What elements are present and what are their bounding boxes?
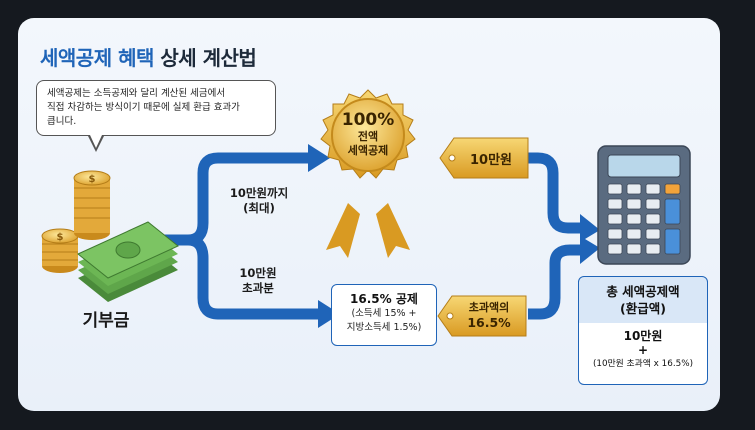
bubble-tail-inner (90, 135, 102, 148)
medal-line-1: 전액 (357, 130, 379, 143)
deduction-title: 16.5% 공제 (350, 292, 418, 306)
infographic-card: 세액공제 혜택 상세 계산법 세액공제는 소득공제와 달리 계산된 세금에서 직… (18, 18, 720, 411)
split-arrow-lower (187, 234, 320, 320)
lower-path-line-1: 10만원 (239, 266, 277, 280)
total-head-line-1: 총 세액공제액 (606, 284, 680, 299)
total-plus: + (637, 343, 649, 357)
medal-percent: 100% (341, 110, 395, 130)
lower-path-line-2: 초과분 (242, 281, 274, 295)
lower-to-total-arrow (528, 244, 583, 320)
arrow-head-total-upper (580, 214, 600, 242)
coin-stack-right: $ (73, 170, 111, 240)
total-body: 10만원 + (10만원 초과액 x 16.5%) (578, 323, 708, 385)
medal-line-2: 세액공제 (347, 144, 389, 157)
svg-text:$: $ (57, 232, 64, 243)
total-header: 총 세액공제액 (환급액) (578, 276, 708, 324)
tag-upper-shape (439, 137, 529, 179)
total-formula: (10만원 초과액 x 16.5%) (592, 359, 694, 369)
coin-stack-left: $ (41, 228, 79, 273)
flow-arrows (163, 152, 583, 320)
page-title: 세액공제 혜택 상세 계산법 (40, 42, 257, 71)
tag-lower-shape (437, 295, 527, 337)
arrow-head-medal (308, 144, 330, 172)
cash-stack-icon (77, 221, 179, 302)
title-highlight: 세액공제 혜택 (40, 46, 154, 70)
arrow-heads (308, 144, 600, 328)
arrow-head-box (318, 300, 340, 328)
bubble-line-3: 큽니다. (47, 116, 77, 127)
deduction-line-2: 지방소득세 1.5%) (346, 322, 422, 333)
tag-lower-line-2: 16.5% (467, 315, 511, 330)
tag-lower-text: 초과액의 16.5% (454, 300, 524, 330)
total-amount: 10만원 (623, 329, 663, 343)
total-head-line-2: (환급액) (620, 301, 666, 316)
upper-path-line-2: (최대) (243, 201, 275, 215)
medal-icon (320, 89, 416, 258)
upper-to-total-arrow (526, 152, 583, 234)
upper-path-line-1: 10만원까지 (229, 186, 289, 200)
arrow-head-total-lower (580, 236, 600, 264)
medal-text: 100% 전액 세액공제 (328, 110, 408, 158)
donation-label: 기부금 (82, 311, 130, 331)
lower-path-label: 10만원 초과분 (218, 266, 298, 296)
calculator-icon (597, 145, 691, 265)
coin-stacks-icon: $ $ (41, 170, 111, 273)
deduction-line-1: (소득세 15% + (351, 308, 417, 319)
tag-lower-line-1: 초과액의 (468, 301, 510, 314)
bubble-line-2: 직접 차감하는 방식이기 때문에 실제 환급 효과가 (47, 102, 240, 113)
upper-path-label: 10만원까지 (최대) (214, 186, 304, 216)
bubble-line-1: 세액공제는 소득공제와 달리 계산된 세금에서 (47, 88, 226, 99)
deduction-box: 16.5% 공제 (소득세 15% + 지방소득세 1.5%) (331, 284, 437, 346)
tag-upper-text: 10만원 (469, 153, 512, 168)
diagram-graphics: $ $ (41, 89, 691, 337)
title-rest: 상세 계산법 (153, 46, 257, 70)
svg-text:$: $ (89, 174, 96, 185)
explanation-bubble: 세액공제는 소득공제와 달리 계산된 세금에서 직접 차감하는 방식이기 때문에… (36, 80, 276, 136)
